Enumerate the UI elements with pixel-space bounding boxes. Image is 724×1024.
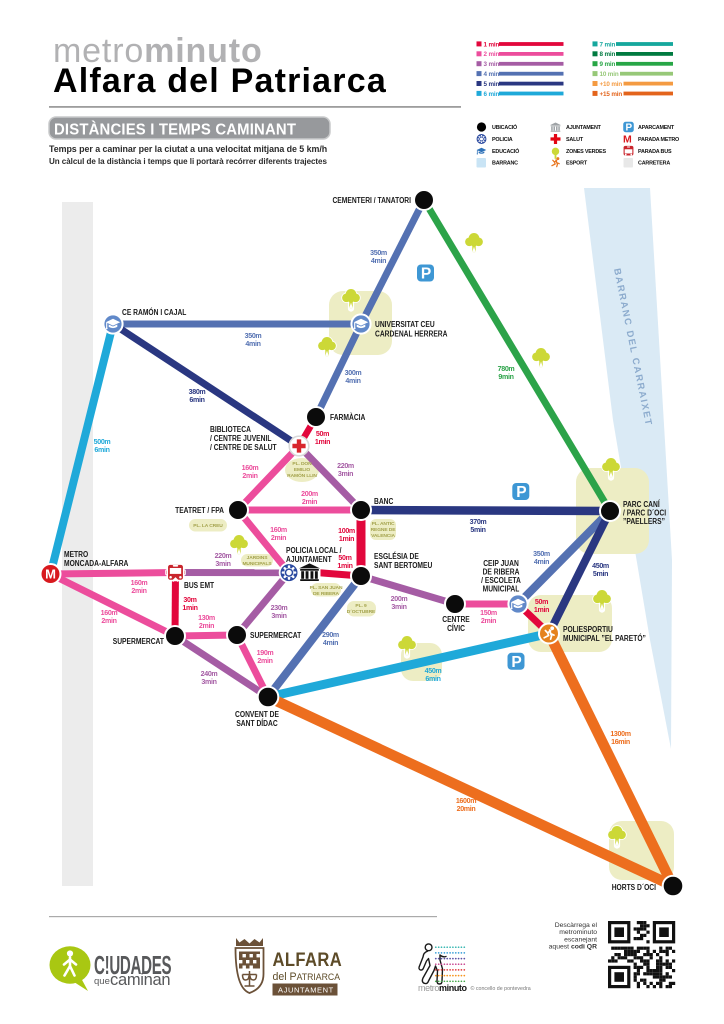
svg-text:M: M <box>623 134 632 146</box>
svg-text:+15 min: +15 min <box>600 91 623 98</box>
svg-text:FARMÀCIA: FARMÀCIA <box>330 412 366 422</box>
svg-text:+10 min: +10 min <box>600 81 623 88</box>
svg-text:POLICIA LOCAL /AJUNTAMENT: POLICIA LOCAL /AJUNTAMENT <box>286 545 342 564</box>
svg-text:caminan: caminan <box>110 971 170 989</box>
svg-text:2 min: 2 min <box>484 51 500 58</box>
svg-text:del PATRIARCA: del PATRIARCA <box>273 971 341 983</box>
svg-text:10 min: 10 min <box>600 71 619 78</box>
svg-text:UBICACIÓ: UBICACIÓ <box>492 123 517 131</box>
svg-text:ESPORT: ESPORT <box>566 161 588 167</box>
svg-text:SUPERMERCAT: SUPERMERCAT <box>113 636 165 646</box>
svg-text:8 min: 8 min <box>600 51 616 58</box>
svg-text:6 min: 6 min <box>484 91 500 98</box>
svg-text:PARADA BUS: PARADA BUS <box>638 149 672 155</box>
svg-text:BARRANC: BARRANC <box>492 161 518 167</box>
svg-text:ALFARA: ALFARA <box>273 949 343 971</box>
svg-text:5 min: 5 min <box>484 81 500 88</box>
svg-text:7 min: 7 min <box>600 41 616 48</box>
svg-text:SALUT: SALUT <box>566 137 584 143</box>
svg-text:AJUNTAMENT: AJUNTAMENT <box>278 986 334 995</box>
svg-text:M: M <box>45 567 56 582</box>
svg-text:Alfara del Patriarca: Alfara del Patriarca <box>53 62 387 100</box>
svg-text:Temps per a caminar per la ciu: Temps per a caminar per la ciutat a una … <box>49 144 327 154</box>
svg-text:BUS EMT: BUS EMT <box>184 580 214 590</box>
svg-text:DISTÀNCIES I TEMPS CAMINANT: DISTÀNCIES I TEMPS CAMINANT <box>54 121 296 139</box>
svg-text:EDUCACIÓ: EDUCACIÓ <box>492 147 519 155</box>
svg-text:© concello de pontevedra: © concello de pontevedra <box>471 985 531 992</box>
svg-text:P: P <box>625 123 632 134</box>
svg-text:metrominuto: metrominuto <box>418 983 468 993</box>
svg-text:BANC: BANC <box>374 496 394 506</box>
svg-text:PARC CANÍ/ PARC D´OCI”PAELLERS: PARC CANÍ/ PARC D´OCI”PAELLERS” <box>623 499 666 526</box>
svg-text:CE RAMÓN I CAJAL: CE RAMÓN I CAJAL <box>122 307 187 317</box>
svg-text:Un càlcul de la distància i te: Un càlcul de la distància i temps que li… <box>49 157 327 166</box>
svg-text:CEMENTERI / TANATORI: CEMENTERI / TANATORI <box>332 195 411 205</box>
svg-text:TEATRET / FPA: TEATRET / FPA <box>175 505 224 515</box>
svg-text:9 min: 9 min <box>600 61 616 68</box>
svg-text:C!UDADES: C!UDADES <box>94 951 171 980</box>
svg-text:1 min: 1 min <box>484 41 500 48</box>
svg-text:que: que <box>94 976 110 987</box>
svg-text:metrominuto: metrominuto <box>53 32 263 70</box>
svg-text:SUPERMERCAT: SUPERMERCAT <box>250 630 302 640</box>
svg-text:HORTS D´OCI: HORTS D´OCI <box>612 882 656 892</box>
svg-text:ZONES VERDES: ZONES VERDES <box>566 149 606 155</box>
svg-text:PARADA METRO: PARADA METRO <box>638 137 679 143</box>
svg-text:3 min: 3 min <box>484 61 500 68</box>
svg-text:4 min: 4 min <box>484 71 500 78</box>
svg-text:AJUNTAMENT: AJUNTAMENT <box>566 125 602 131</box>
svg-text:POLICIA: POLICIA <box>492 137 513 143</box>
svg-text:APARCAMENT: APARCAMENT <box>638 125 675 131</box>
svg-text:PL. LA CREU: PL. LA CREU <box>193 523 223 529</box>
svg-text:CARRETERA: CARRETERA <box>638 161 670 167</box>
